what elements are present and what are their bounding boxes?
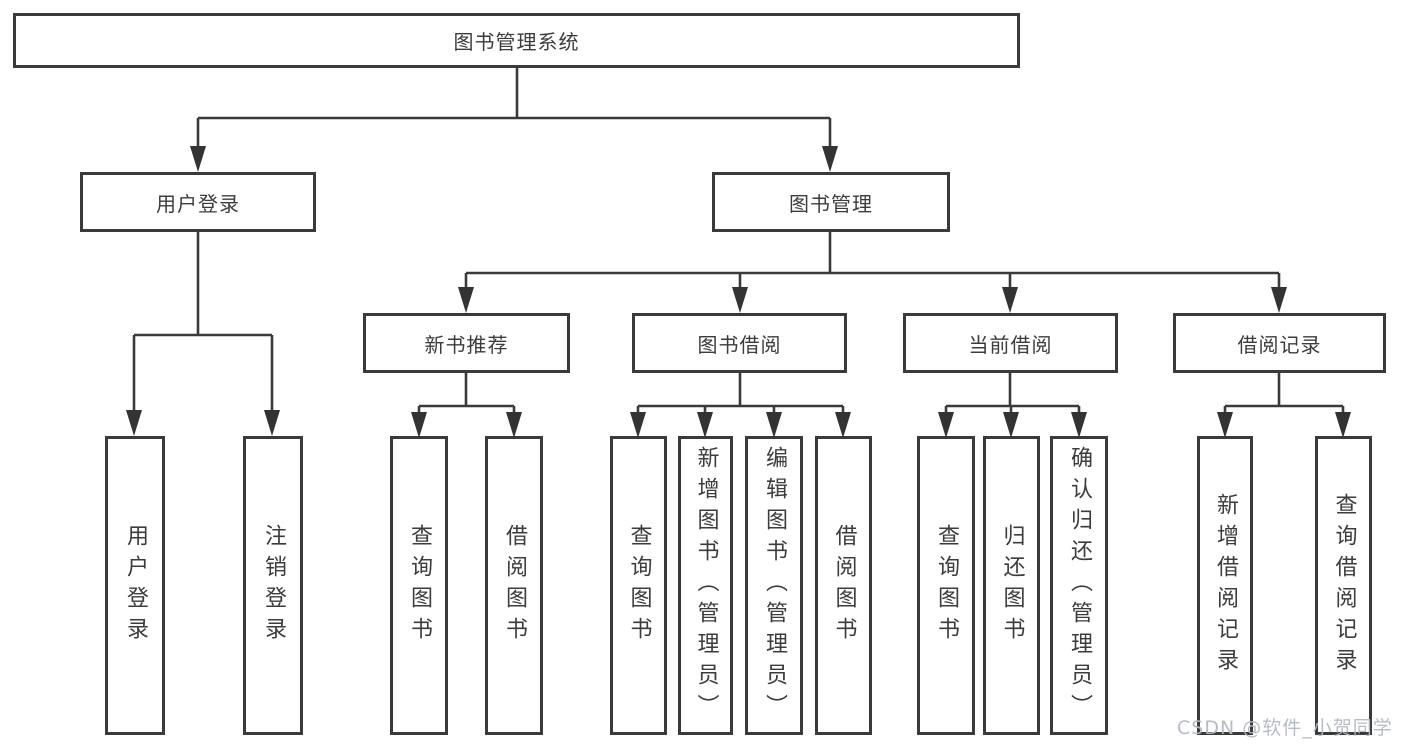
leaf-query-borrow-record: 查询借阅记录 — [1315, 436, 1372, 735]
leaf-user-login-label: 用户登录 — [123, 523, 148, 648]
leaf-query-borrow-record-label: 查询借阅记录 — [1331, 492, 1357, 679]
arrow-down-icon — [1003, 412, 1019, 438]
leaf-add-books-admin: 新增图书（管理员） — [678, 436, 733, 735]
node-current-borrow-label: 当前借阅 — [968, 332, 1053, 357]
leaf-return-books-label: 归还图书 — [999, 523, 1025, 648]
wire-user-login-to-leaves — [132, 232, 274, 412]
arrow-down-icon — [1002, 287, 1018, 313]
arrow-down-icon — [506, 412, 522, 438]
node-new-book-recommend: 新书推荐 — [363, 313, 570, 373]
leaf-borrow-books-2-label: 借阅图书 — [831, 523, 857, 648]
node-book-borrow: 图书借阅 — [632, 313, 847, 373]
arrow-down-icon — [1335, 412, 1351, 438]
arrow-down-icon — [264, 410, 280, 436]
node-book-management-label: 图书管理 — [789, 191, 873, 216]
wire-book-mgmt-to-groups — [464, 232, 1281, 289]
node-root-label: 图书管理系统 — [453, 30, 580, 54]
leaf-confirm-return-admin-label: 确认归还（管理员） — [1067, 446, 1092, 725]
arrow-down-icon — [697, 412, 713, 438]
leaf-add-books-admin-label: 新增图书（管理员） — [693, 446, 719, 725]
watermark: CSDN @软件_小贺同学 — [1177, 717, 1393, 739]
leaf-borrow-books-2: 借阅图书 — [815, 436, 872, 735]
arrow-down-icon — [126, 410, 142, 436]
arrow-down-icon — [1271, 287, 1287, 313]
arrow-down-icon — [458, 287, 474, 313]
arrow-down-icon — [630, 412, 646, 438]
leaf-logout-label: 注销登录 — [261, 523, 286, 648]
leaf-borrow-books-1: 借阅图书 — [485, 436, 543, 735]
leaf-return-books: 归还图书 — [983, 436, 1040, 735]
node-new-book-recommend-label: 新书推荐 — [424, 332, 509, 357]
leaf-edit-books-admin-label: 编辑图书（管理员） — [762, 446, 787, 725]
arrow-down-icon — [938, 412, 954, 438]
leaf-query-books-2: 查询图书 — [610, 436, 667, 735]
leaf-add-borrow-record-label: 新增借阅记录 — [1213, 492, 1238, 679]
leaf-borrow-books-1-label: 借阅图书 — [502, 523, 527, 648]
leaf-query-books-3: 查询图书 — [917, 436, 975, 735]
arrow-down-icon — [411, 412, 427, 438]
leaf-query-books-3-label: 查询图书 — [934, 523, 959, 648]
node-current-borrow: 当前借阅 — [903, 313, 1118, 373]
node-borrow-records-label: 借阅记录 — [1237, 332, 1322, 357]
leaf-user-login: 用户登录 — [105, 436, 165, 735]
wire-current-borrow-to-leaves — [944, 373, 1081, 414]
arrow-down-icon — [766, 412, 782, 438]
leaf-edit-books-admin: 编辑图书（管理员） — [745, 436, 803, 735]
arrow-down-icon — [835, 412, 851, 438]
node-book-borrow-label: 图书借阅 — [697, 332, 782, 357]
wire-root-to-level2 — [196, 68, 832, 148]
wire-borrow-records-to-leaves — [1223, 373, 1345, 414]
node-root: 图书管理系统 — [13, 13, 1020, 68]
arrow-down-icon — [190, 146, 206, 172]
node-user-login: 用户登录 — [80, 172, 316, 232]
wire-new-book-to-leaves — [417, 373, 516, 414]
leaf-add-borrow-record: 新增借阅记录 — [1197, 436, 1253, 735]
arrow-down-icon — [1217, 412, 1233, 438]
node-borrow-records: 借阅记录 — [1173, 313, 1386, 373]
arrow-down-icon — [822, 146, 838, 172]
leaf-query-books-1-label: 查询图书 — [407, 523, 432, 648]
arrow-down-icon — [1071, 412, 1087, 438]
arrow-down-icon — [732, 287, 748, 313]
node-user-login-label: 用户登录 — [156, 191, 240, 216]
leaf-confirm-return-admin: 确认归还（管理员） — [1050, 436, 1108, 735]
leaf-logout: 注销登录 — [243, 436, 303, 735]
leaf-query-books-2-label: 查询图书 — [626, 523, 652, 648]
node-book-management: 图书管理 — [712, 172, 950, 232]
wire-book-borrow-to-leaves — [636, 373, 845, 414]
leaf-query-books-1: 查询图书 — [390, 436, 448, 735]
